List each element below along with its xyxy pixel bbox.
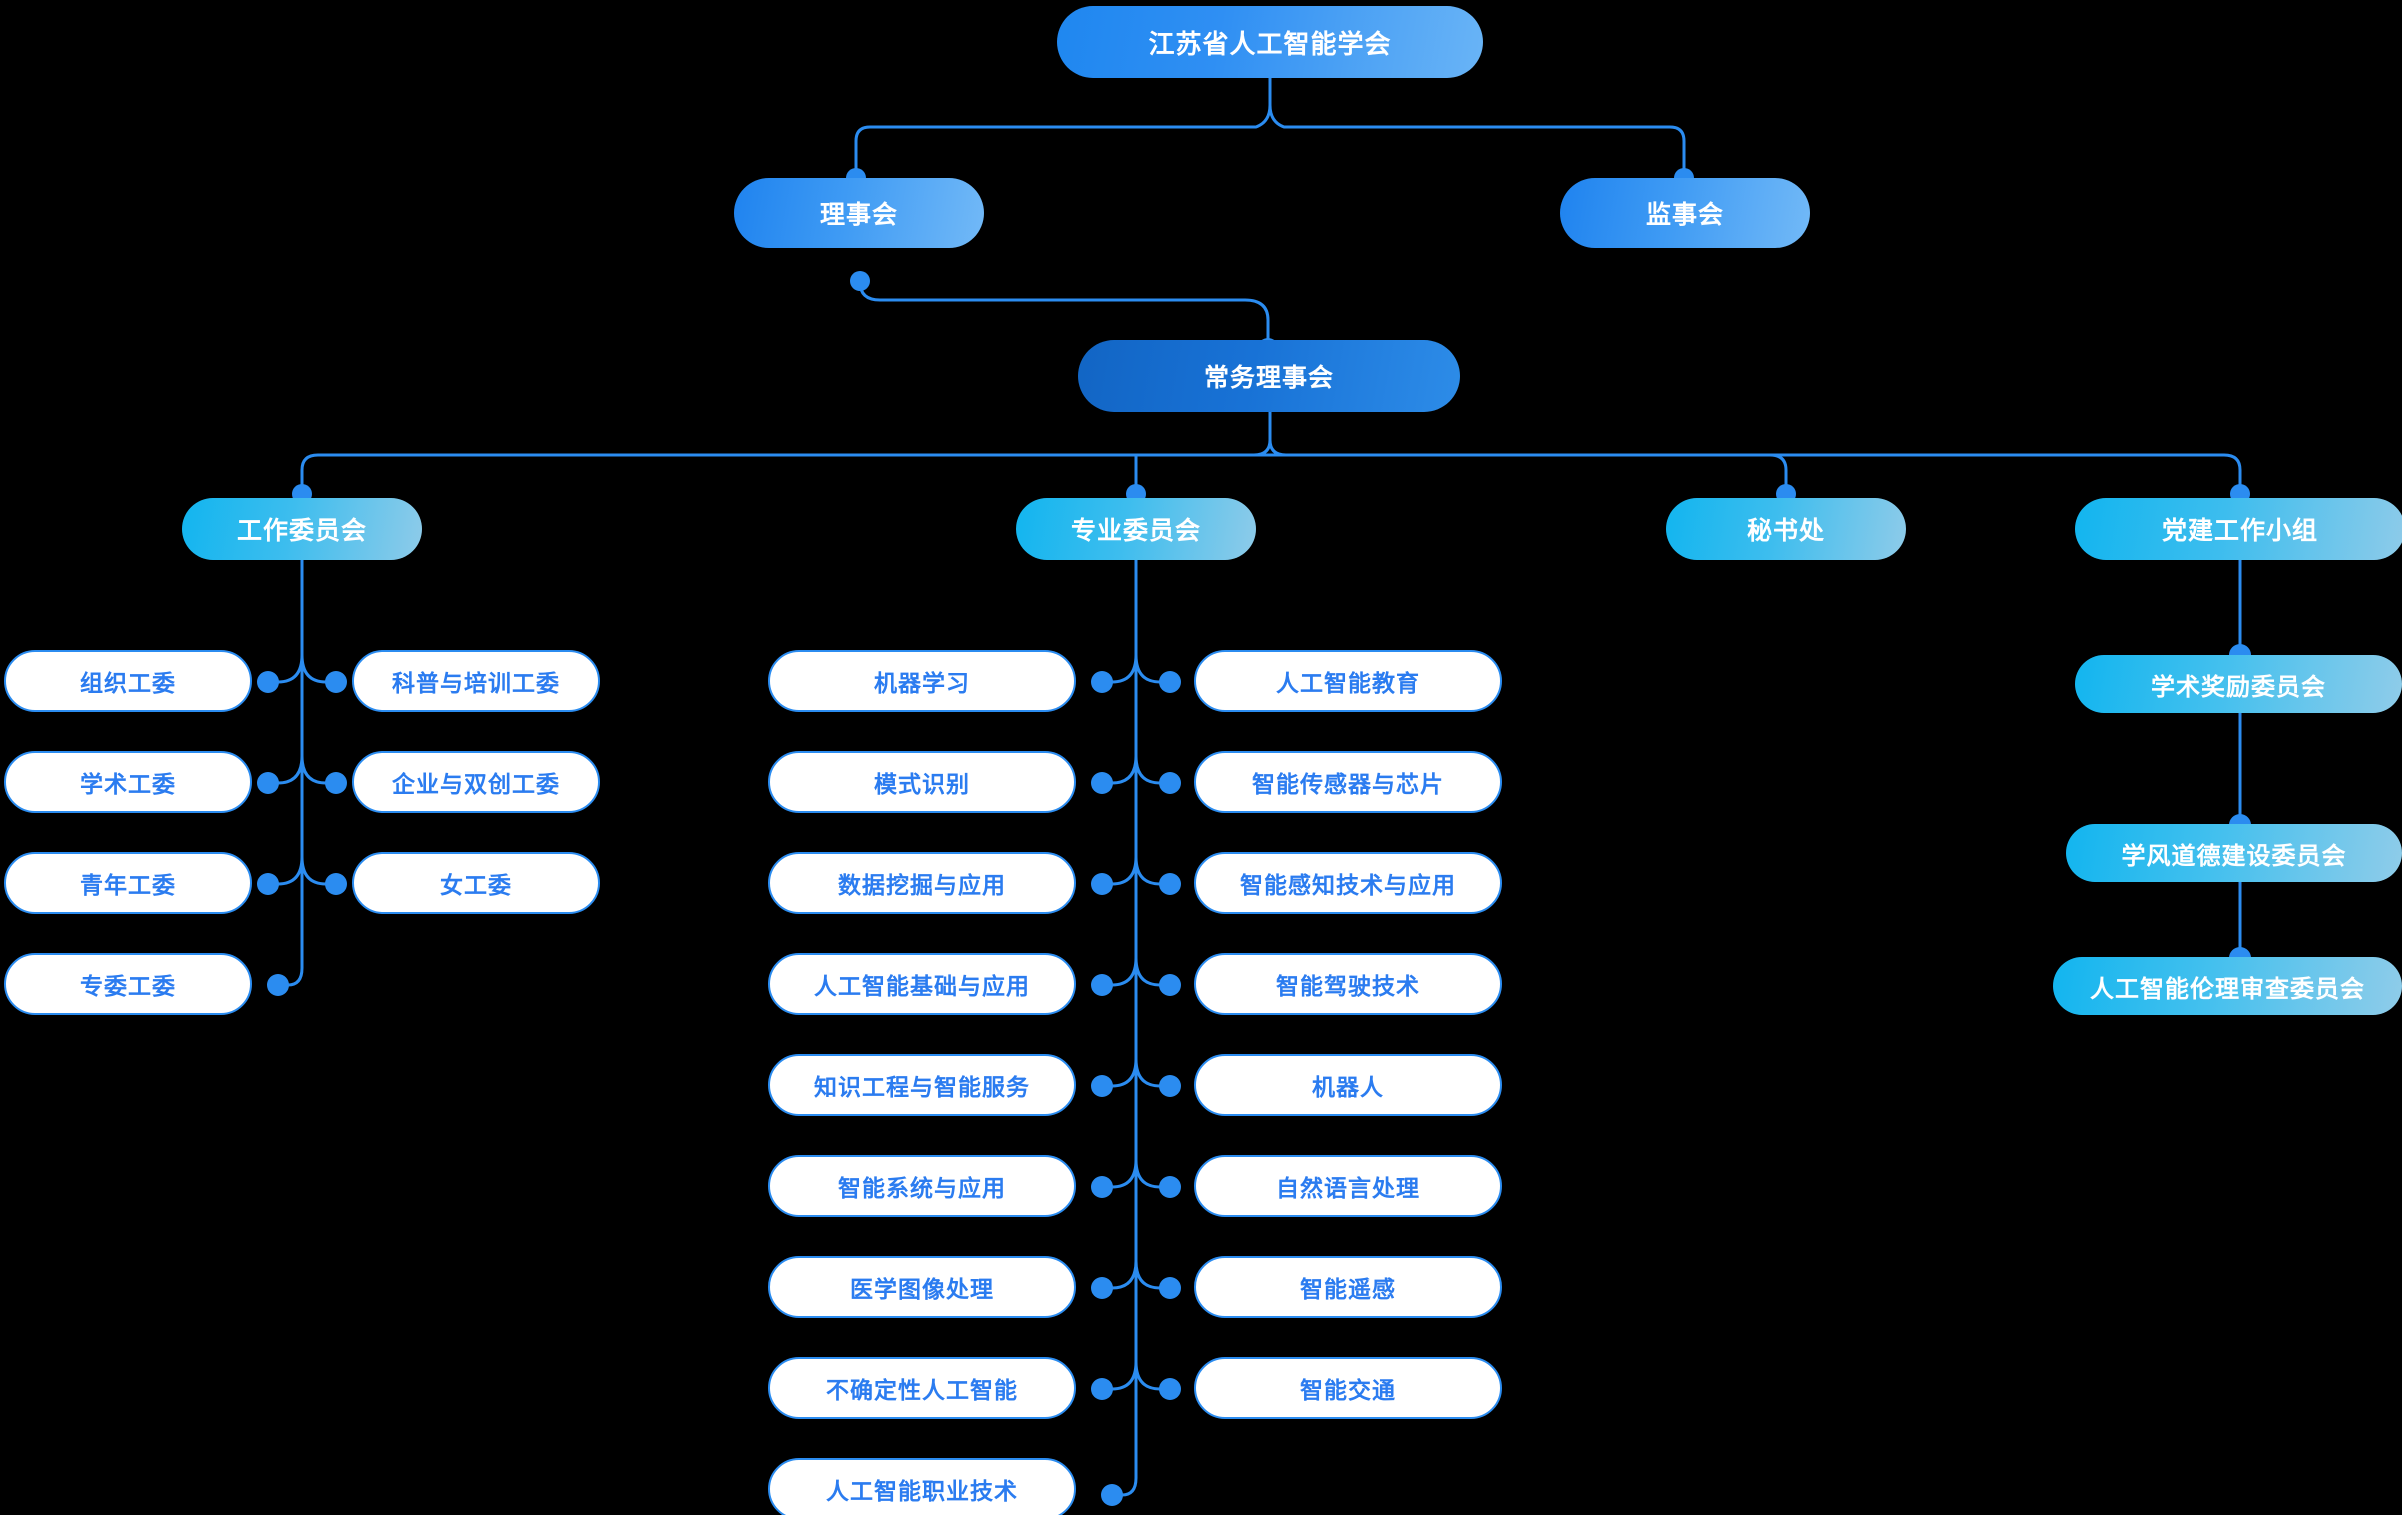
leaf-prof-right-1[interactable]: 智能传感器与芯片 bbox=[1194, 751, 1502, 813]
leaf-prof-left-0[interactable]: 机器学习 bbox=[768, 650, 1076, 712]
leaf-work-left-0[interactable]: 组织工委 bbox=[4, 650, 252, 712]
node-root[interactable]: 江苏省人工智能学会 bbox=[1057, 6, 1483, 78]
leaf-prof-right-3[interactable]: 智能驾驶技术 bbox=[1194, 953, 1502, 1015]
node-standing-council[interactable]: 常务理事会 bbox=[1078, 340, 1460, 412]
leaf-prof-left-7[interactable]: 不确定性人工智能 bbox=[768, 1357, 1076, 1419]
node-work-committee[interactable]: 工作委员会 bbox=[182, 498, 422, 560]
leaf-prof-left-6[interactable]: 医学图像处理 bbox=[768, 1256, 1076, 1318]
leaf-work-left-1[interactable]: 学术工委 bbox=[4, 751, 252, 813]
professional-committee-forks bbox=[1104, 654, 1168, 1391]
work-committee-forks bbox=[270, 654, 334, 886]
leaf-prof-left-1[interactable]: 模式识别 bbox=[768, 751, 1076, 813]
leaf-prof-right-7[interactable]: 智能交通 bbox=[1194, 1357, 1502, 1419]
party-child-1[interactable]: 学风道德建设委员会 bbox=[2066, 824, 2402, 882]
node-professional-committee[interactable]: 专业委员会 bbox=[1016, 498, 1256, 560]
leaf-work-right-2[interactable]: 女工委 bbox=[352, 852, 600, 914]
leaf-work-left-2[interactable]: 青年工委 bbox=[4, 852, 252, 914]
party-child-0[interactable]: 学术奖励委员会 bbox=[2075, 655, 2402, 713]
leaf-work-right-1[interactable]: 企业与双创工委 bbox=[352, 751, 600, 813]
node-board-of-supervisors[interactable]: 监事会 bbox=[1560, 178, 1810, 248]
leaf-prof-left-3[interactable]: 人工智能基础与应用 bbox=[768, 953, 1076, 1015]
leaf-prof-left-4[interactable]: 知识工程与智能服务 bbox=[768, 1054, 1076, 1116]
leaf-prof-right-6[interactable]: 智能遥感 bbox=[1194, 1256, 1502, 1318]
leaf-prof-right-0[interactable]: 人工智能教育 bbox=[1194, 650, 1502, 712]
leaf-prof-left-2[interactable]: 数据挖掘与应用 bbox=[768, 852, 1076, 914]
leaf-prof-right-2[interactable]: 智能感知技术与应用 bbox=[1194, 852, 1502, 914]
leaf-prof-right-5[interactable]: 自然语言处理 bbox=[1194, 1155, 1502, 1217]
leaf-work-right-0[interactable]: 科普与培训工委 bbox=[352, 650, 600, 712]
node-secretariat[interactable]: 秘书处 bbox=[1666, 498, 1906, 560]
node-party-work-group[interactable]: 党建工作小组 bbox=[2075, 498, 2402, 560]
node-board-of-directors[interactable]: 理事会 bbox=[734, 178, 984, 248]
party-child-2[interactable]: 人工智能伦理审查委员会 bbox=[2053, 957, 2402, 1015]
leaf-prof-right-4[interactable]: 机器人 bbox=[1194, 1054, 1502, 1116]
leaf-prof-left-5[interactable]: 智能系统与应用 bbox=[768, 1155, 1076, 1217]
leaf-prof-left-8[interactable]: 人工智能职业技术 bbox=[768, 1458, 1076, 1515]
leaf-work-left-3[interactable]: 专委工委 bbox=[4, 953, 252, 1015]
